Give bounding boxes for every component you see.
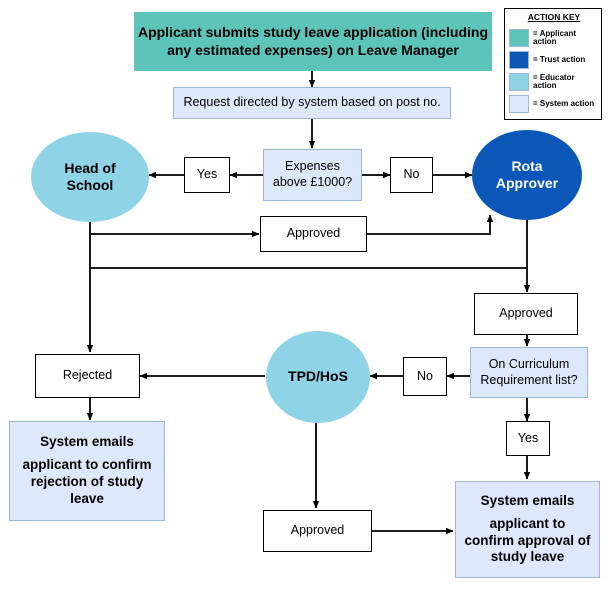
approved-text-3: Approved	[290, 523, 345, 538]
yes-label-box-2: Yes	[506, 421, 550, 456]
rota-approver-text: Rota Approver	[495, 157, 559, 192]
head-of-school-text: Head of School	[64, 159, 116, 194]
key-swatch-educator	[509, 73, 529, 91]
yes-label-2: Yes	[517, 430, 539, 445]
rejected-box: Rejected	[35, 354, 140, 398]
request-directed-text: Request directed by system based on post…	[183, 95, 441, 110]
key-swatch-system	[509, 95, 529, 113]
key-row-educator: = Educator action	[509, 73, 595, 91]
rota-approver-ellipse: Rota Approver	[472, 130, 582, 220]
system-emails-reject-line2: applicant to confirm rejection of study …	[22, 457, 152, 506]
yes-label-box-1: Yes	[184, 157, 230, 193]
applicant-submits-box: Applicant submits study leave applicatio…	[134, 12, 492, 71]
expenses-decision-text: Expenses above £1000?	[272, 159, 353, 189]
tpd-hos-ellipse: TPD/HoS	[266, 331, 370, 423]
key-label-applicant: = Applicant action	[533, 28, 577, 46]
action-key-title: ACTION KEY	[527, 12, 581, 22]
applicant-submits-text: Applicant submits study leave applicatio…	[137, 24, 489, 58]
curriculum-decision-text: On Curriculum Requirement list?	[480, 356, 578, 387]
key-label-system: = System action	[533, 98, 595, 108]
approved-box-3: Approved	[263, 510, 372, 552]
system-emails-reject-box: System emails applicant to confirm rejec…	[9, 421, 165, 521]
key-label-educator: = Educator action	[533, 72, 575, 90]
key-label-trust: = Trust action	[533, 54, 586, 64]
approved-box-2: Approved	[474, 293, 578, 335]
curriculum-decision-box: On Curriculum Requirement list?	[470, 347, 588, 398]
tpd-hos-text: TPD/HoS	[288, 368, 348, 385]
rejected-text: Rejected	[62, 368, 113, 383]
key-row-trust: = Trust action	[509, 51, 595, 69]
action-key: ACTION KEY = Applicant action = Trust ac…	[504, 8, 602, 120]
no-label-2: No	[417, 368, 433, 383]
no-label-box-1: No	[390, 157, 433, 193]
key-row-applicant: = Applicant action	[509, 29, 595, 47]
request-directed-box: Request directed by system based on post…	[173, 87, 451, 119]
key-swatch-applicant	[509, 29, 529, 47]
key-swatch-trust	[509, 51, 529, 69]
approved-text-2: Approved	[499, 306, 553, 321]
head-of-school-ellipse: Head of School	[31, 132, 149, 222]
system-emails-reject-line1: System emails	[40, 434, 134, 450]
system-emails-approve-box: System emails applicant to confirm appro…	[455, 481, 600, 578]
expenses-decision-box: Expenses above £1000?	[263, 149, 362, 201]
approved-text-1: Approved	[286, 226, 341, 241]
no-label-1: No	[403, 167, 420, 182]
arrow-approved-to-rota	[367, 214, 494, 235]
system-emails-approve-line2: applicant to confirm approval of study l…	[464, 515, 591, 565]
approved-box-1: Approved	[260, 216, 367, 252]
system-emails-approve-line1: System emails	[480, 492, 575, 508]
no-label-box-2: No	[403, 357, 447, 396]
yes-label-1: Yes	[196, 167, 218, 182]
key-row-system: = System action	[509, 95, 595, 113]
